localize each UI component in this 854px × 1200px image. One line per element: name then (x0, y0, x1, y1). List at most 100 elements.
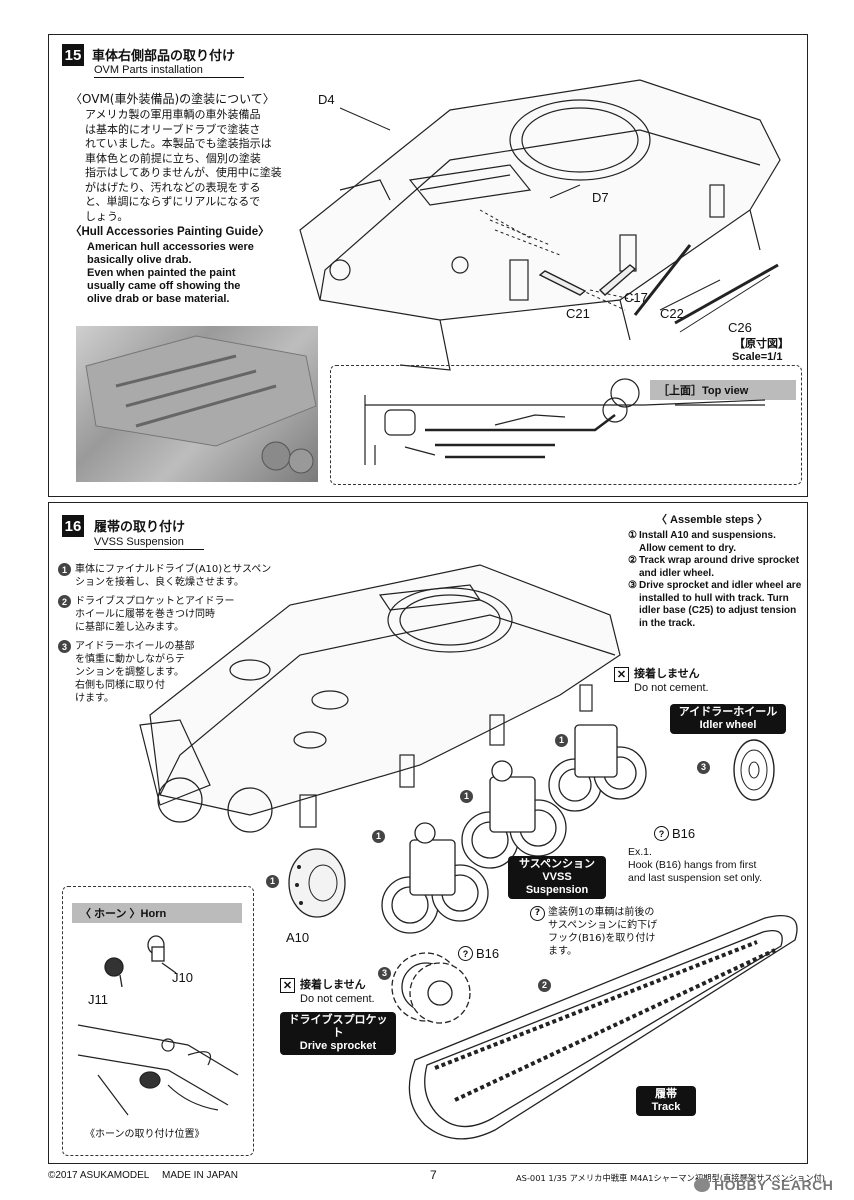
step15-subtitle: OVM Parts installation (94, 64, 244, 78)
idler-wheel (733, 739, 775, 801)
part-label-d4: D4 (318, 92, 335, 107)
part-label-c26: C26 (728, 320, 752, 335)
no-cement-en: Do not cement. (300, 992, 375, 1005)
no-cement-jp: 接着しません (634, 667, 700, 680)
watermark: HOBBY SEARCH (694, 1177, 833, 1193)
paint-line: フック(B16)を取り付け (548, 933, 656, 944)
suspension-en1: VVSS (542, 871, 572, 883)
jp-line: 指示はしてありませんが、使用中に塗装 (85, 166, 282, 179)
jp-line: ンションを調整します。 (75, 667, 184, 678)
bogie-3 (548, 724, 647, 812)
jp-line: 車体にファイナルドライブ(A10)とサスペン (75, 564, 272, 575)
paint-icon: ? (458, 946, 473, 961)
en-line: Install A10 and suspensions. (638, 530, 776, 541)
jp-line: しょう。 (85, 209, 129, 223)
horn-box (62, 886, 254, 1156)
hull-drawing-step16 (139, 564, 621, 833)
drive-sprocket-tag: ドライブスプロケット Drive sprocket (280, 1012, 396, 1055)
idler-wheel-tag: アイドラーホイール Idler wheel (670, 704, 786, 734)
jp-step-text: 車体にファイナルドライブ(A10)とサスペン ションを接着し、良く乾燥させます。 (75, 563, 271, 589)
part-label-c22: C22 (660, 306, 684, 321)
marker-2: 2 (538, 975, 551, 993)
suspension-tag: サスペンション VVSS Suspension (508, 856, 606, 899)
b16-label-top: ? B16 (654, 826, 695, 841)
jp-line: 車体色との前提に立ち、個別の塗装 (85, 151, 261, 165)
jp-line: がはげたり、汚れなどの表現をする (85, 180, 261, 194)
footer-made: MADE IN JAPAN (162, 1170, 238, 1181)
jp-steps: 1 車体にファイナルドライブ(A10)とサスペン ションを接着し、良く乾燥させま… (58, 563, 298, 705)
step-marker: 1 (460, 789, 473, 803)
en-line: Allow cement to dry. (638, 542, 737, 554)
step15-en-heading: 〈Hull Accessories Painting Guide〉 (70, 226, 270, 238)
no-cement-en: Do not cement. (634, 681, 709, 694)
idler-jp: アイドラーホイール (678, 706, 778, 718)
jp-step: 3 アイドラーホイールの基部 を慎重に動かしながらテ ンションを調整します。 右… (58, 640, 298, 705)
assemble-steps: ① Install A10 and suspensions.Allow ceme… (628, 530, 804, 630)
hull-photo-detail (85, 335, 317, 474)
footer-product: AS-001 1/35 アメリカ中戦車 M4A1シャーマン初期型(直接懸架サスペ… (516, 1173, 826, 1183)
footer-page: 7 (430, 1168, 437, 1182)
jp-line: アメリカ製の軍用車輌の車外装備品 (85, 108, 261, 121)
watermark-icon (694, 1178, 710, 1192)
step-marker: 2 (58, 595, 71, 608)
top-view-box (330, 365, 802, 485)
jp-line: 右側も同様に取り付 (75, 680, 165, 691)
step-marker: 2 (538, 978, 551, 992)
no-cement-idler: ✕ 接着しません Do not cement. (614, 667, 709, 695)
marker-1c: 1 (460, 786, 473, 804)
ex-line: Hook (B16) hangs from first (628, 859, 757, 871)
no-cement-sprocket: ✕ 接着しません Do not cement. (280, 978, 375, 1006)
paint-line: サスペンションに釣下げ (548, 920, 658, 931)
paint-icon: ? (530, 906, 545, 921)
footer-copyright: ©2017 ASUKAMODEL (48, 1170, 150, 1181)
en-line: usually came off showing the (87, 280, 241, 292)
step-marker: 3 (378, 966, 391, 980)
en-line: Drive sprocket and idler wheel are (638, 580, 802, 591)
idler-en: Idler wheel (699, 719, 757, 731)
assemble-marker: ② (628, 555, 637, 566)
final-drive-a10 (288, 848, 346, 918)
horn-parts (104, 935, 177, 988)
b16-text: B16 (672, 826, 696, 841)
assemble-marker: ① (628, 530, 637, 541)
jp-step: 1 車体にファイナルドライブ(A10)とサスペン ションを接着し、良く乾燥させま… (58, 563, 298, 589)
marker-1d: 1 (555, 730, 568, 748)
part-label-c21: C21 (566, 306, 590, 321)
jp-step: 2 ドライブスプロケットとアイドラー ホイールに履帯を巻きつけ同時 に基部に差し… (58, 595, 298, 634)
horn-caption: 《ホーンの取り付け位置》 (85, 1129, 205, 1140)
no-cement-jp: 接着しません (300, 978, 366, 991)
jp-line: を慎重に動かしながらテ (75, 654, 185, 665)
assemble-marker: ③ (628, 580, 637, 591)
scale-label-jp: 【原寸図】 (734, 337, 789, 350)
step-marker: 1 (266, 874, 279, 888)
part-label-j10: J10 (172, 970, 193, 985)
step-marker: 3 (697, 760, 710, 774)
watermark-text: HOBBY SEARCH (714, 1177, 834, 1193)
marker-1b: 1 (266, 871, 279, 889)
bogie-2 (461, 760, 567, 869)
part-label-c17: C17 (624, 290, 648, 305)
paint-icon: ? (654, 826, 669, 841)
assemble-heading: 〈 Assemble steps 〉 (656, 514, 768, 526)
jp-line: に基部に差し込みます。 (75, 622, 184, 633)
step16-title: 履帯の取り付け (94, 520, 186, 535)
en-line: and idler wheel. (638, 567, 714, 579)
ex-line: and last suspension set only. (628, 872, 763, 884)
ex-note: Ex.1. Hook (B16) hangs from first and la… (628, 846, 762, 885)
step15-en-body: American hull accessories were basically… (87, 241, 254, 306)
horn-title: 〈 ホーン 〉Horn (72, 903, 242, 923)
marker-3a: 3 (378, 963, 391, 981)
paint-line: ます。 (548, 946, 577, 957)
step16-number: 16 (62, 515, 84, 537)
en-line: American hull accessories were (87, 241, 254, 253)
assemble-step: ① Install A10 and suspensions.Allow ceme… (628, 530, 804, 555)
scale-parts (538, 244, 779, 325)
step15-jp-heading: 〈OVM(車外装備品)の塗装について〉 (70, 92, 275, 106)
paint-note: ? 塗装例1の車輌は前後の サスペンションに釣下げ フック(B16)を取り付け … (530, 906, 657, 958)
step-marker: 1 (372, 829, 385, 843)
jp-step-text: ドライブスプロケットとアイドラー ホイールに履帯を巻きつけ同時 に基部に差し込み… (75, 595, 235, 634)
step-marker: 1 (555, 733, 568, 747)
part-label-a10: A10 (286, 930, 310, 945)
suspension-bogies (381, 724, 647, 934)
